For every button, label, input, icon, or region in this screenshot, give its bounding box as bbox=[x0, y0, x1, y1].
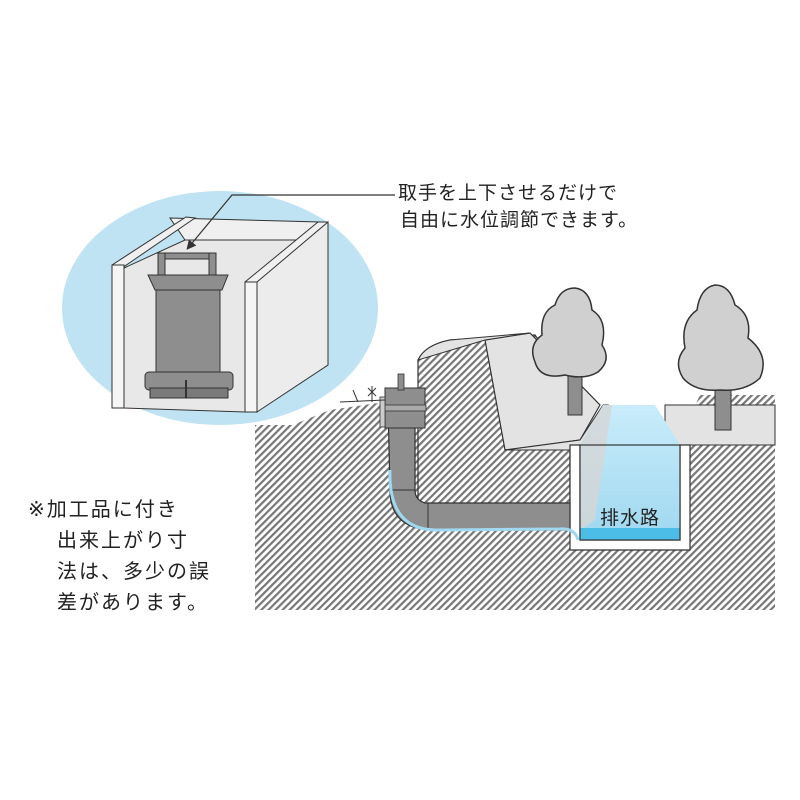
water-flow bbox=[388, 469, 580, 541]
callout-leader bbox=[186, 194, 395, 250]
channel-outline bbox=[579, 444, 681, 541]
embankment-top bbox=[417, 332, 531, 361]
tree-right bbox=[677, 284, 764, 431]
callout-line-1: 取手を上下させるだけで bbox=[398, 182, 619, 204]
note-line-1: ※加工品に付き bbox=[28, 497, 179, 521]
ground-edge bbox=[339, 399, 386, 403]
box-right-face bbox=[244, 281, 258, 413]
small-grass bbox=[352, 386, 377, 403]
inlet-side bbox=[379, 396, 386, 428]
channel-left-shadow bbox=[580, 405, 612, 530]
tree-left bbox=[531, 287, 607, 416]
inlet-flange bbox=[383, 404, 427, 412]
note-line-4: 差があります。 bbox=[57, 590, 209, 614]
water-level-valve bbox=[144, 252, 234, 399]
inlet-post bbox=[397, 373, 405, 391]
callout-text: 取手を上下させるだけで 自由に水位調節できます。 bbox=[398, 180, 638, 234]
note-line-3: 法は、多少の誤 bbox=[57, 559, 211, 583]
drainage-channel-label: 排水路 bbox=[600, 507, 661, 529]
callout-line-2: 自由に水位調節できます。 bbox=[400, 209, 639, 231]
box-back bbox=[169, 217, 322, 241]
note-line-2: 出来上がり寸 bbox=[57, 528, 189, 552]
disclaimer-note: ※加工品に付き 出来上がり寸 法は、多少の誤 差があります。 bbox=[28, 494, 211, 618]
box-left-face bbox=[111, 264, 125, 409]
channel-water-bottom bbox=[580, 528, 680, 540]
